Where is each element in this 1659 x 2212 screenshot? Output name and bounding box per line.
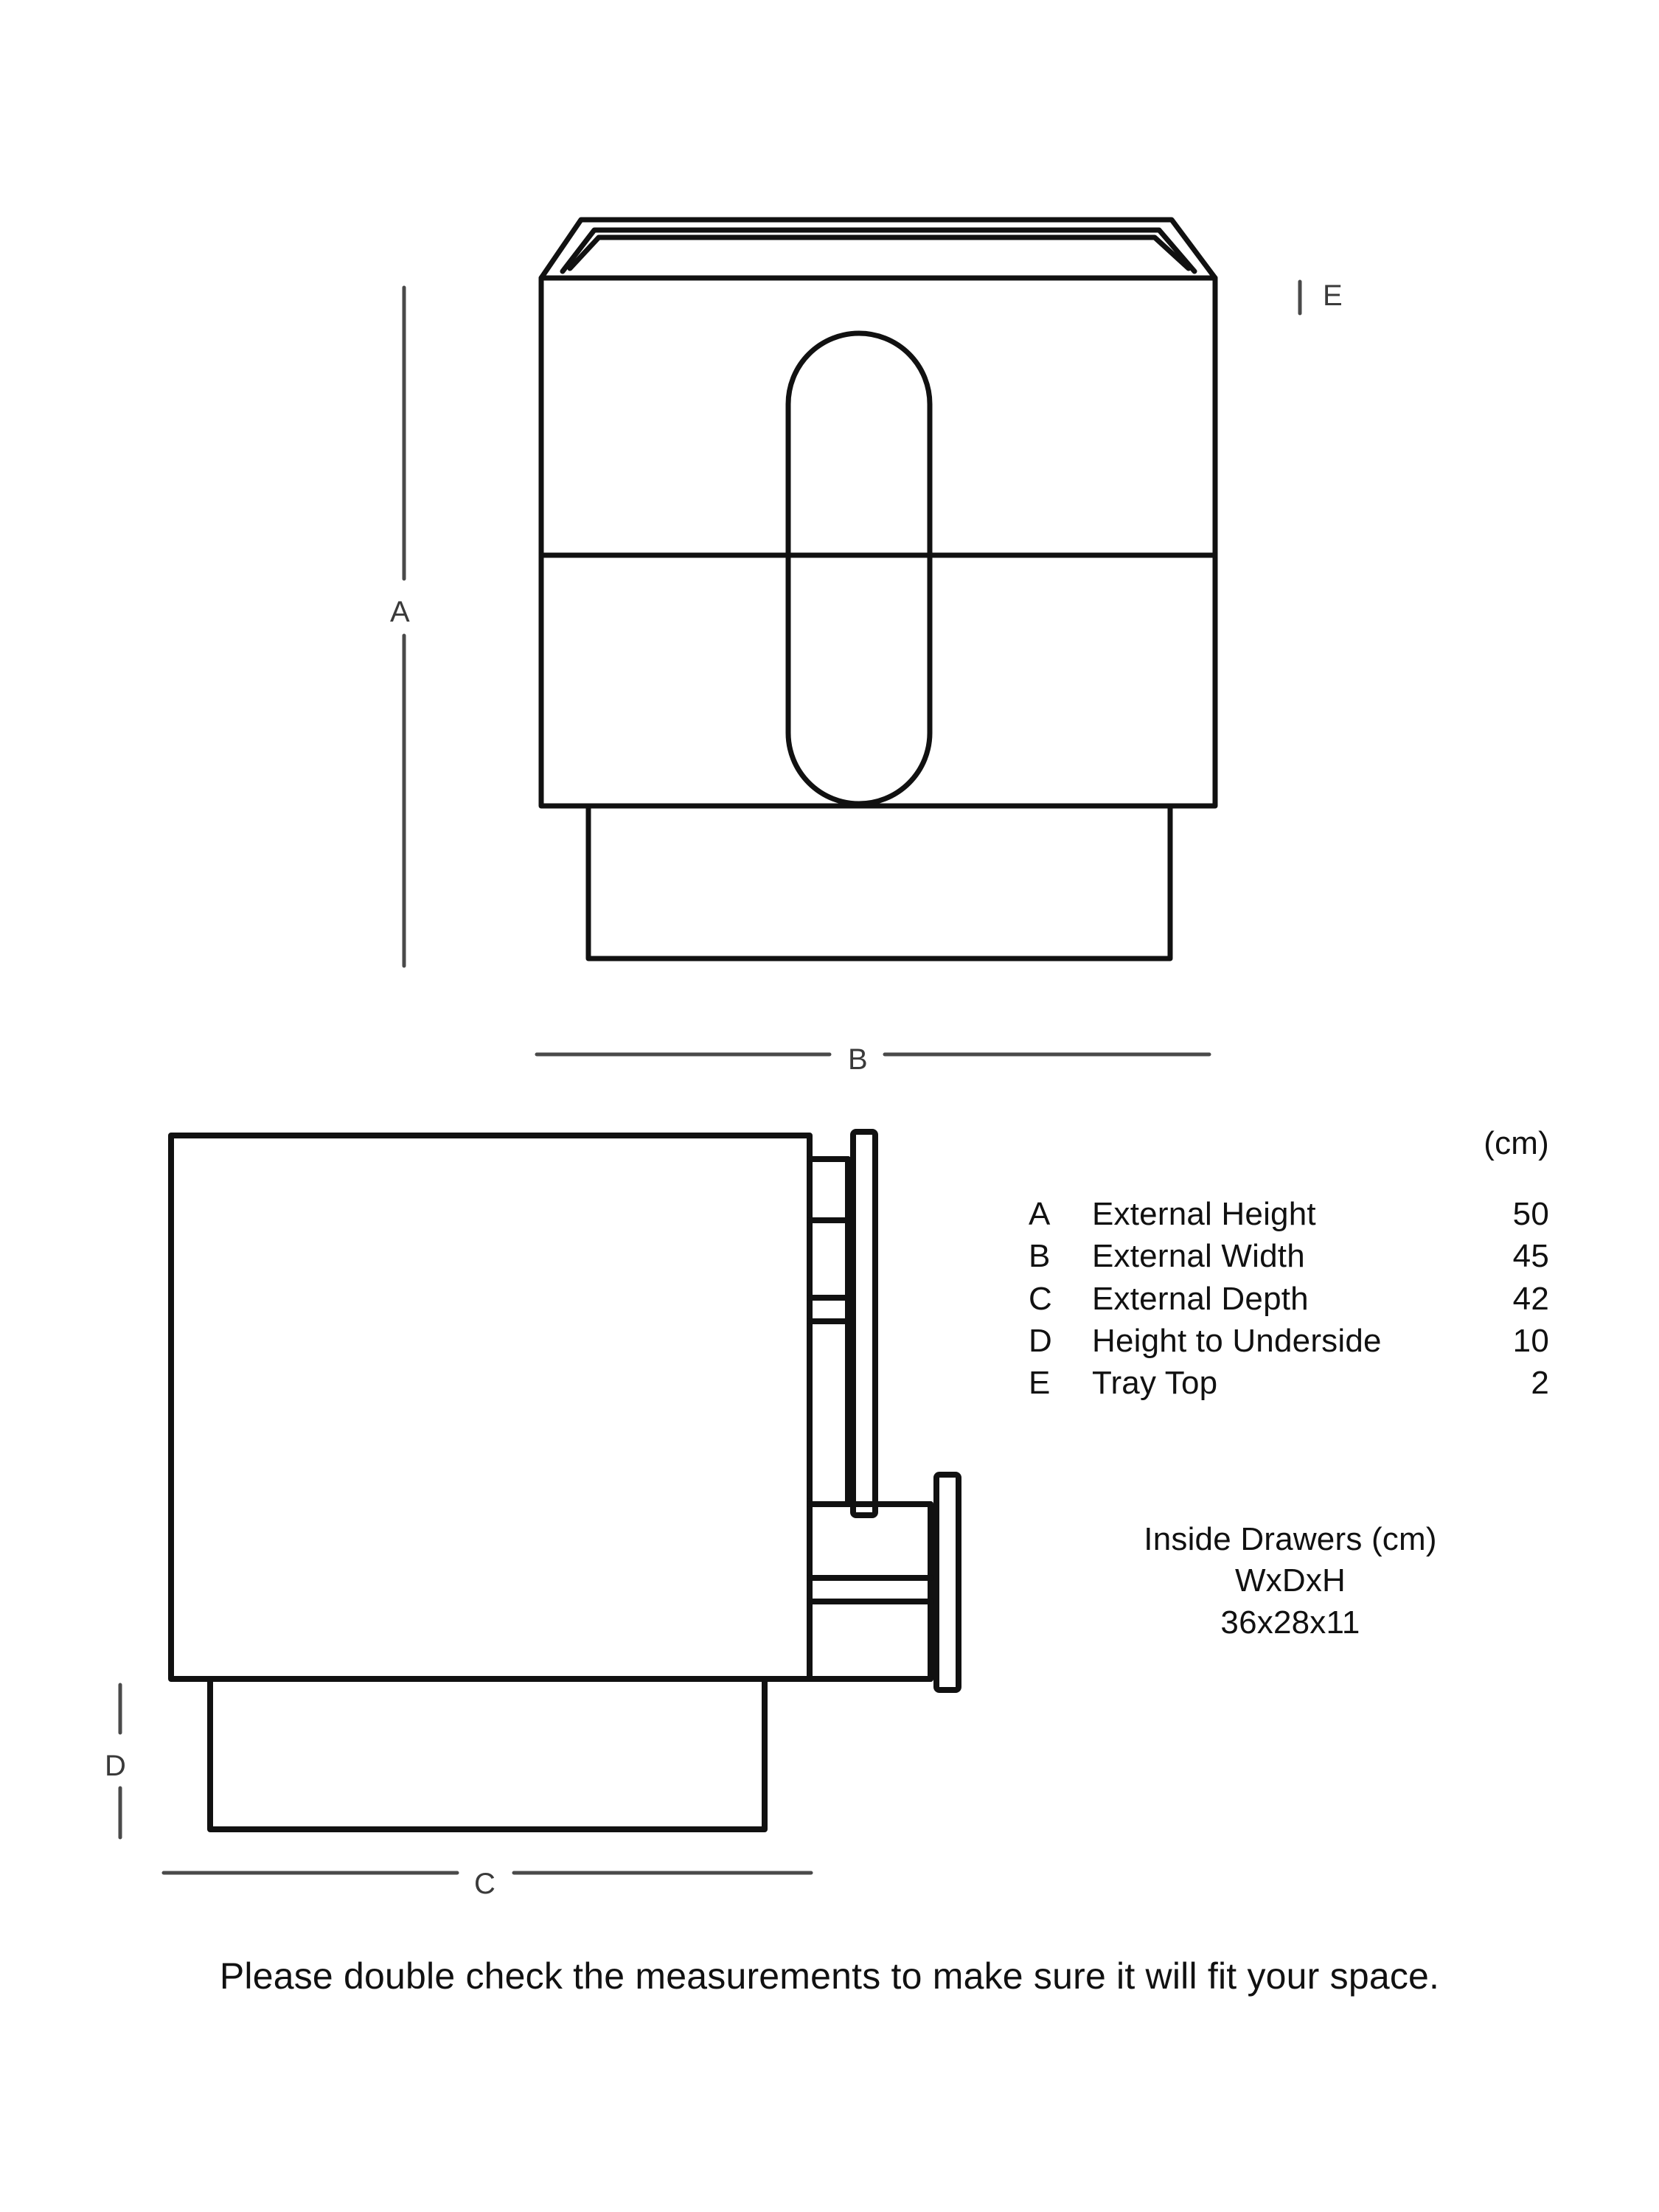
front-carcass-body xyxy=(538,275,1218,809)
side-lower-drawer xyxy=(807,1472,961,1693)
legend-value: 10 xyxy=(1512,1322,1549,1359)
legend-key: A xyxy=(1029,1196,1051,1233)
tray-top xyxy=(538,217,1218,281)
side-upper-drawer xyxy=(807,1129,878,1518)
legend-value: 2 xyxy=(1531,1364,1549,1401)
legend-key: E xyxy=(1029,1364,1051,1401)
legend-value: 42 xyxy=(1512,1280,1549,1317)
dimension-label-a: A xyxy=(390,596,411,628)
front-handle xyxy=(785,330,933,807)
legend-row: E Tray Top 2 xyxy=(1029,1362,1567,1404)
dimension-label-e: E xyxy=(1323,279,1343,312)
legend-description: External Height xyxy=(1092,1196,1316,1233)
legend-key: B xyxy=(1029,1238,1051,1275)
side-upper-drawer-front-panel xyxy=(850,1129,878,1518)
tray-top-inner-rim xyxy=(560,227,1197,274)
dimension-label-d: D xyxy=(105,1750,127,1782)
legend-key: D xyxy=(1029,1322,1052,1359)
side-carcass xyxy=(168,1133,813,1682)
inside-drawers-title: Inside Drawers (cm) xyxy=(1144,1521,1437,1557)
tray-top-well xyxy=(567,234,1192,271)
inside-drawers-block: Inside Drawers (cm) WxDxH 36x28x11 xyxy=(1054,1519,1526,1644)
legend-value: 50 xyxy=(1512,1196,1549,1233)
front-plinth xyxy=(585,803,1173,961)
inside-drawers-dimensions: 36x28x11 xyxy=(1220,1604,1360,1641)
dimension-label-c: C xyxy=(474,1868,496,1900)
legend-row: D Height to Underside 10 xyxy=(1029,1320,1567,1362)
legend-row: A External Height 50 xyxy=(1029,1193,1567,1235)
legend-value: 45 xyxy=(1512,1238,1549,1275)
dimension-label-b: B xyxy=(848,1043,869,1076)
legend-row: C External Depth 42 xyxy=(1029,1278,1567,1320)
legend-row: B External Width 45 xyxy=(1029,1235,1567,1277)
side-lower-drawer-front-panel xyxy=(933,1472,961,1693)
legend-description: External Width xyxy=(1092,1238,1305,1275)
side-elevation-view xyxy=(168,1129,961,1832)
measurement-disclaimer: Please double check the measurements to … xyxy=(219,1955,1440,1997)
legend-unit-header: (cm) xyxy=(1484,1125,1549,1161)
dimensions-legend: (cm) A External Height 50 B External Wid… xyxy=(1029,1125,1567,1404)
front-elevation-view xyxy=(538,217,1218,961)
side-plinth xyxy=(207,1676,768,1832)
legend-description: External Depth xyxy=(1092,1280,1309,1317)
legend-description: Height to Underside xyxy=(1092,1322,1382,1359)
legend-key: C xyxy=(1029,1280,1052,1317)
side-upper-drawer-box xyxy=(807,1156,851,1507)
legend-description: Tray Top xyxy=(1092,1364,1218,1401)
inside-drawers-axes: WxDxH xyxy=(1234,1562,1346,1599)
